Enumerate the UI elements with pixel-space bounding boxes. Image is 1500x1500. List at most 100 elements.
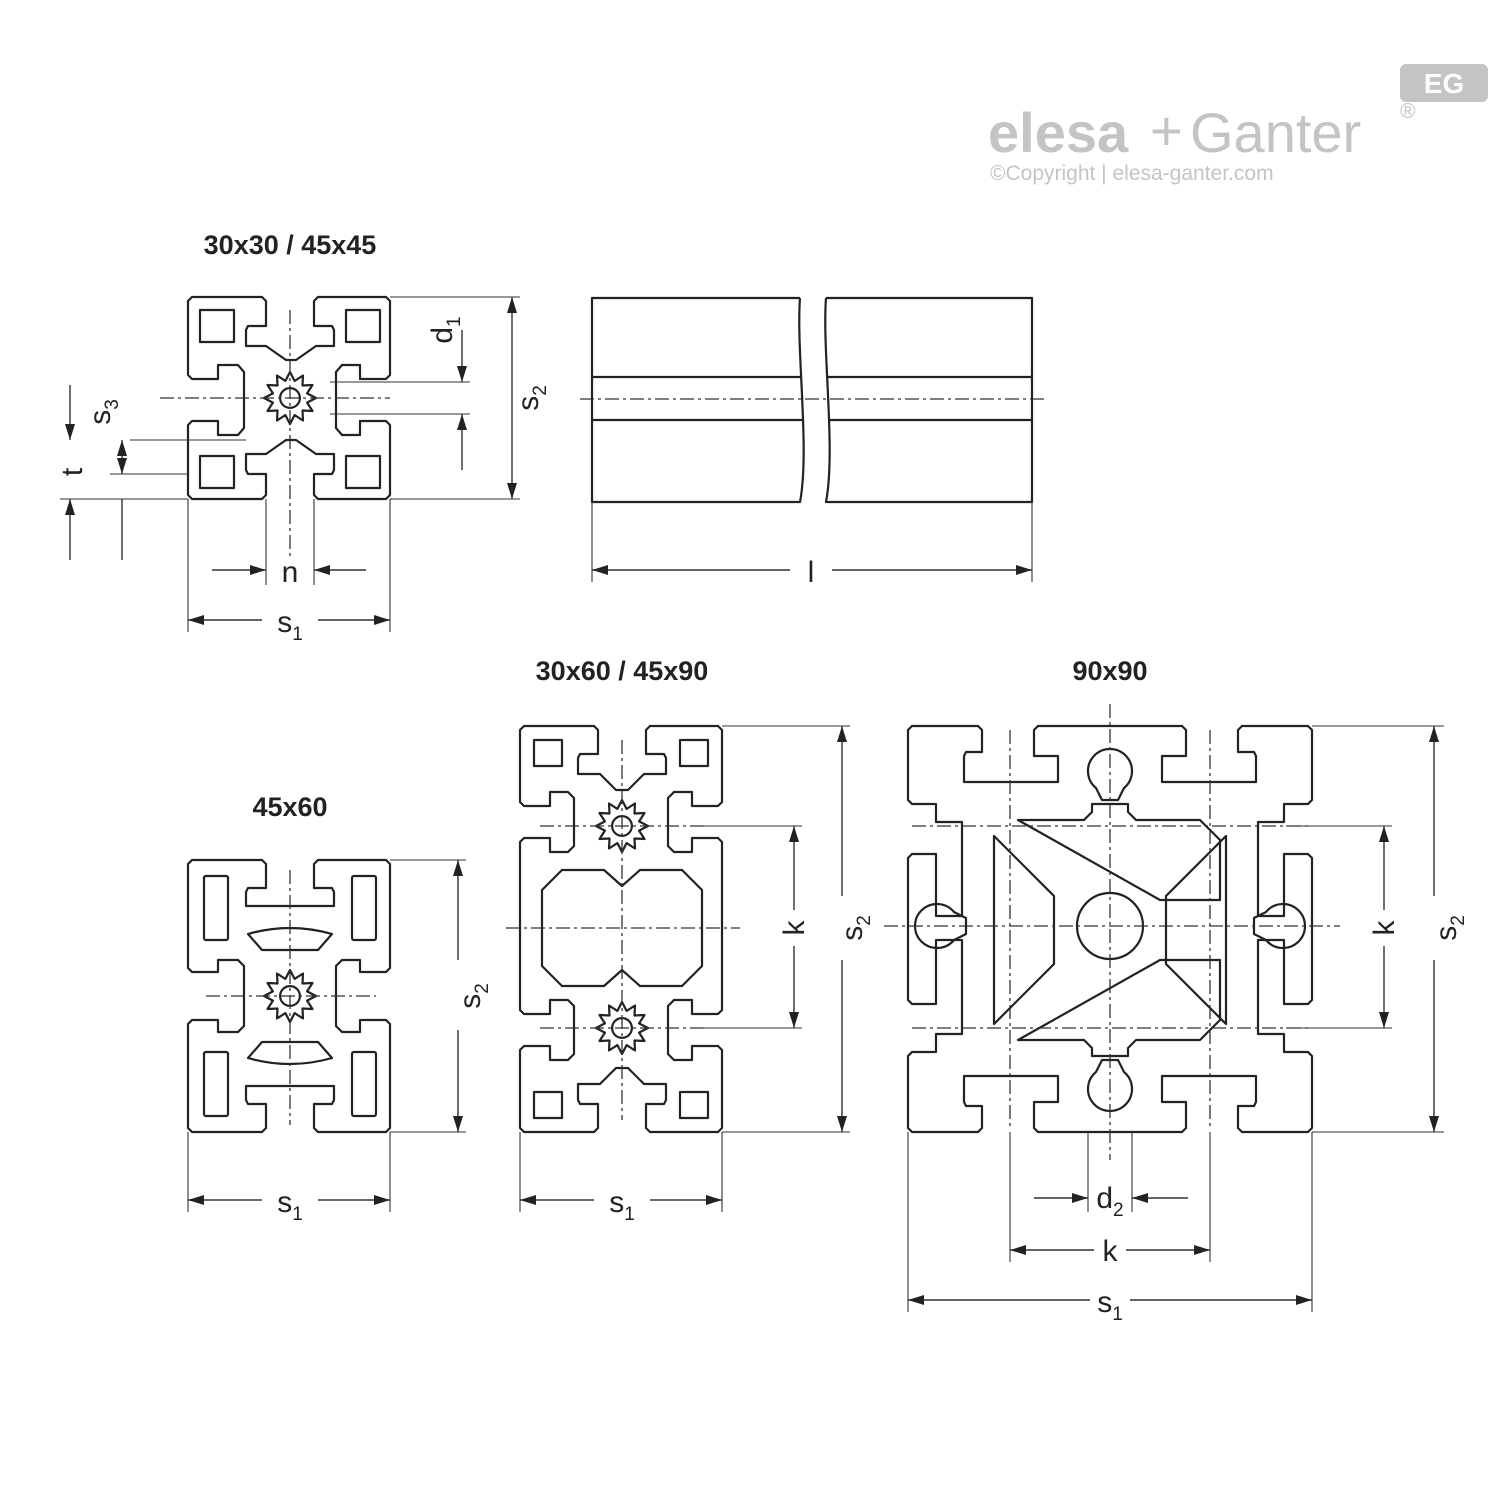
label-s2: s2 [512, 385, 551, 411]
title-90x90: 90x90 [1072, 656, 1147, 686]
elesa-ganter-logo: EG elesa + Ganter ® ©Copyright | elesa-g… [988, 64, 1488, 185]
profile-30x30-cavity [198, 308, 236, 344]
label-k: k [778, 920, 811, 936]
profile-30x30: 30x30 / 45x45 s2 d1 [56, 230, 551, 645]
eg-badge: EG [1400, 64, 1488, 102]
arrowhead [789, 1012, 799, 1028]
arrow [457, 366, 467, 382]
profile-90x90-outline [906, 724, 1314, 1134]
badge-text: EG [1424, 68, 1464, 99]
label-k: k [1103, 1235, 1119, 1268]
profile-90x90-cavity [1016, 958, 1222, 1058]
arrow [453, 1116, 463, 1132]
side-view-right-part [824, 296, 1034, 504]
svg-text:t: t [56, 467, 89, 476]
arrow [1010, 1245, 1026, 1255]
arrowhead [1429, 726, 1439, 742]
svg-text:d1: d1 [426, 316, 465, 343]
arrow [65, 499, 75, 515]
arrowhead [592, 565, 608, 575]
arrow [1296, 1295, 1312, 1305]
arrow [188, 1195, 204, 1205]
logo-elesa: elesa [988, 101, 1129, 164]
arrowhead [374, 615, 390, 625]
profile-90x90-cavity [992, 834, 1056, 1026]
label-s2: s2 [1430, 915, 1469, 941]
title-30x60: 30x60 / 45x90 [536, 656, 709, 686]
profile-90x90: 90x90 s2 [884, 656, 1469, 1325]
arrow [837, 726, 847, 742]
arrow [789, 1012, 799, 1028]
arrow [1072, 1193, 1088, 1203]
profile-90x90-side-bore [1252, 902, 1307, 950]
logo-registered: ® [1400, 100, 1416, 123]
arrow [1132, 1193, 1148, 1203]
arrow [1379, 1012, 1389, 1028]
arrow [374, 1195, 390, 1205]
label-s2: s2 [836, 915, 875, 941]
arrow [374, 615, 390, 625]
arrow [117, 440, 127, 456]
label-s1: s1 [1097, 1286, 1123, 1325]
label-t: t [56, 467, 89, 476]
profile-45x60-cavity [246, 926, 334, 952]
title-45x60: 45x60 [252, 792, 327, 822]
logo-ganter: Ganter [1190, 101, 1361, 164]
arrowhead [117, 458, 127, 474]
profile-45x60-cavity [202, 1050, 230, 1118]
arrowhead [908, 1295, 924, 1305]
svg-text:s2: s2 [512, 385, 551, 411]
profile-30x60-cavity [678, 1090, 710, 1120]
arrowhead [314, 565, 330, 575]
label-d1: d1 [426, 316, 465, 343]
label-l: l [808, 556, 815, 589]
profile-30x60-cavity [540, 868, 704, 988]
profile-30x60: 30x60 / 45x90 s2 k [506, 656, 875, 1225]
svg-text:s2: s2 [836, 915, 875, 941]
profile-45x60: 45x60 s2 s1 [186, 792, 493, 1225]
arrow [520, 1195, 536, 1205]
arrow [837, 1116, 847, 1132]
arrowhead [706, 1195, 722, 1205]
arrowhead [837, 1116, 847, 1132]
arrow [1429, 1116, 1439, 1132]
arrowhead [1379, 1012, 1389, 1028]
profile-90x90-cavity [1016, 802, 1222, 902]
logo-copyright: ©Copyright | elesa-ganter.com [990, 162, 1274, 185]
svg-text:s2: s2 [1430, 915, 1469, 941]
arrowhead [374, 1195, 390, 1205]
arrowhead [1010, 1245, 1026, 1255]
profile-90x90-side-bore [913, 902, 968, 950]
arrowhead [188, 1195, 204, 1205]
arrow [507, 297, 517, 313]
arrowhead [507, 297, 517, 313]
arrow [65, 424, 75, 440]
arrowhead [453, 860, 463, 876]
arrow [250, 565, 266, 575]
arrow [1429, 726, 1439, 742]
profile-30x60-cavity [678, 738, 710, 768]
label-s1: s1 [277, 1186, 303, 1225]
arrow [592, 565, 608, 575]
arrowhead [250, 565, 266, 575]
profile-90x90-cavity [1164, 834, 1228, 1026]
profile-90x90-side-bore [1086, 1058, 1134, 1113]
arrowhead [65, 424, 75, 440]
arrowhead [789, 826, 799, 842]
profile-45x60-cavity [350, 874, 378, 942]
profile-30x60-outline [518, 724, 724, 1134]
svg-text:s3: s3 [84, 399, 123, 425]
label-s3: s3 [84, 399, 123, 425]
arrowhead [520, 1195, 536, 1205]
arrowhead [837, 726, 847, 742]
arrow [789, 826, 799, 842]
svg-text:k: k [778, 920, 811, 936]
arrowhead [1194, 1245, 1210, 1255]
profile-30x30-cavity [344, 308, 382, 344]
arrowhead [188, 615, 204, 625]
profile-30x60-cavity [532, 738, 564, 768]
arrow [457, 414, 467, 430]
label-d2: d2 [1096, 1182, 1123, 1221]
